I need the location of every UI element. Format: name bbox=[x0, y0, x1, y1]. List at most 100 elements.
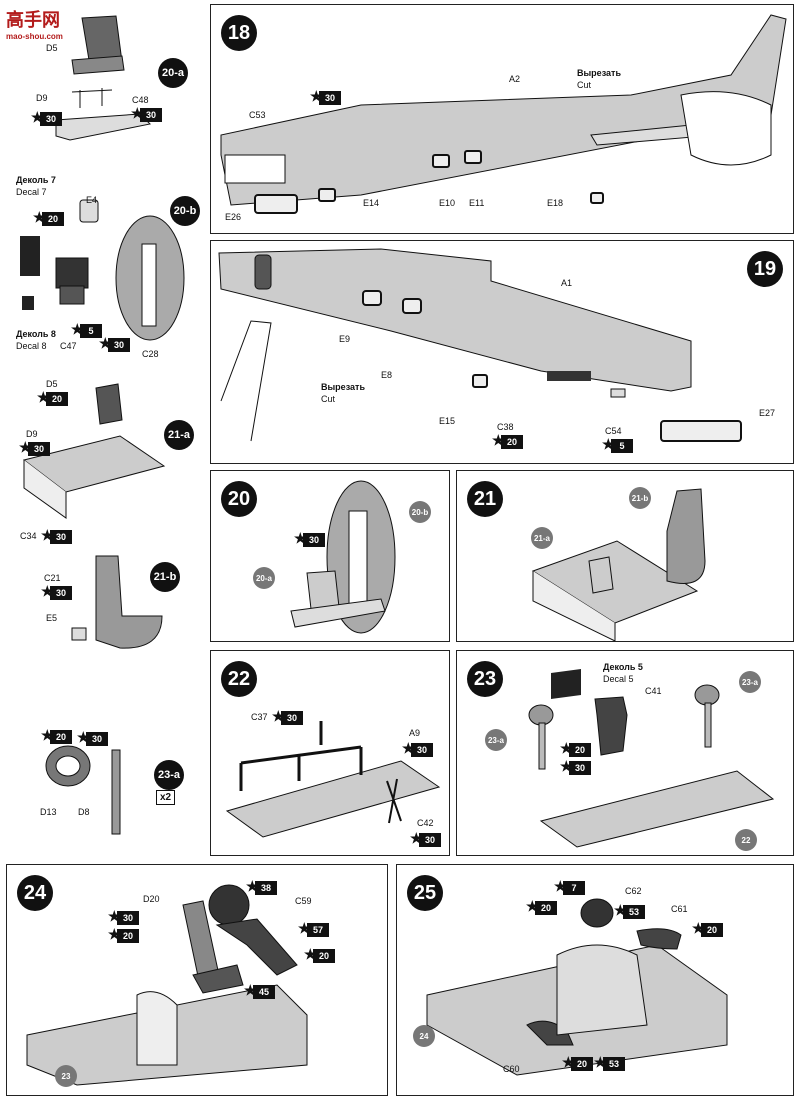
paint-5-badge: 5 bbox=[602, 436, 633, 453]
part-d13-label: D13 bbox=[40, 807, 57, 817]
paint-30-badge: 30 bbox=[410, 830, 441, 847]
decal7-en-label: Decal 7 bbox=[16, 187, 47, 197]
part-c61-label: C61 bbox=[671, 904, 688, 914]
ref-23a-badge: 23-a bbox=[485, 729, 507, 751]
part-e27-label: E27 bbox=[759, 408, 776, 418]
paint-45-badge: 45 bbox=[244, 982, 275, 999]
paint-30-badge: 30 bbox=[77, 729, 108, 746]
paint-30-badge: 30 bbox=[402, 740, 433, 757]
paint-30-badge: 30 bbox=[560, 758, 591, 775]
part-d5-label: D5 bbox=[46, 43, 58, 53]
ref-23-badge: 23 bbox=[55, 1065, 77, 1087]
step-25-panel: 25 7 C62 20 53 C61 20 24 C60 20 53 bbox=[396, 864, 794, 1096]
step-23-number: 23 bbox=[467, 661, 503, 697]
watermark-text: 高手网 bbox=[6, 10, 60, 30]
part-d20-label: D20 bbox=[143, 894, 160, 904]
paint-20-badge: 20 bbox=[492, 432, 523, 449]
part-e9-label: E9 bbox=[339, 334, 351, 344]
paint-20-badge: 20 bbox=[692, 920, 723, 937]
left-column: 20-a D5 D9 C48 30 30 Деколь 7 Decal 7 20… bbox=[0, 0, 205, 860]
step-18-number: 18 bbox=[221, 15, 257, 51]
step-18-drawing bbox=[220, 14, 787, 214]
paint-20-badge: 20 bbox=[108, 926, 139, 943]
step-21-number: 21 bbox=[467, 481, 503, 517]
quantity-x2-box: x2 bbox=[156, 790, 176, 805]
paint-20-badge: 20 bbox=[526, 898, 557, 915]
step-25-number: 25 bbox=[407, 875, 443, 911]
part-c59-label: C59 bbox=[295, 896, 312, 906]
step-23-panel: 23 Деколь 5 Decal 5 C41 23-a 23-a 20 30 … bbox=[456, 650, 794, 856]
paint-30-badge: 30 bbox=[272, 708, 303, 725]
paint-30-badge: 30 bbox=[41, 527, 72, 544]
part-c21-label: C21 bbox=[44, 573, 61, 583]
ref-21a-badge: 21-a bbox=[531, 527, 553, 549]
step-24-number: 24 bbox=[17, 875, 53, 911]
part-d8-label: D8 bbox=[78, 807, 90, 817]
ref-20b-badge: 20-b bbox=[409, 501, 431, 523]
paint-30-badge: 30 bbox=[108, 908, 139, 925]
cut-en-label: Cut bbox=[321, 394, 336, 404]
part-e14-label: E14 bbox=[363, 198, 380, 208]
part-c34-label: C34 bbox=[20, 531, 37, 541]
part-c53-label: C53 bbox=[249, 110, 266, 120]
part-c62-label: C62 bbox=[625, 886, 642, 896]
cut-ru-label: Вырезать bbox=[577, 68, 621, 78]
part-d5-label: D5 bbox=[46, 379, 58, 389]
step-24-drawing bbox=[26, 884, 308, 1086]
step-23-drawing bbox=[528, 669, 775, 848]
part-c60-label: C60 bbox=[503, 1064, 520, 1074]
part-c41-label: C41 bbox=[645, 686, 662, 696]
paint-20-badge: 20 bbox=[562, 1054, 593, 1071]
decal5-ru-label: Деколь 5 bbox=[603, 662, 643, 672]
paint-20-badge: 20 bbox=[41, 727, 72, 744]
step-24-panel: 24 D20 38 C59 30 20 57 20 45 23 bbox=[6, 864, 388, 1096]
paint-5-badge: 5 bbox=[71, 321, 102, 338]
paint-30-badge: 30 bbox=[99, 335, 130, 352]
part-e8-label: E8 bbox=[381, 370, 393, 380]
part-e10-label: E10 bbox=[439, 198, 456, 208]
step-22-number: 22 bbox=[221, 661, 257, 697]
part-e15-label: E15 bbox=[439, 416, 456, 426]
paint-30-badge: 30 bbox=[31, 109, 62, 126]
step-19-panel: 19 A1 E9 E8 Вырезать Cut E15 C38 20 C54 … bbox=[210, 240, 794, 464]
left-column-drawings bbox=[20, 15, 185, 835]
step-22-drawing bbox=[225, 721, 441, 838]
paint-20-badge: 20 bbox=[560, 740, 591, 757]
paint-30-badge: 30 bbox=[19, 439, 50, 456]
paint-7-badge: 7 bbox=[554, 878, 585, 895]
paint-53-badge: 53 bbox=[594, 1054, 625, 1071]
paint-30-badge: 30 bbox=[294, 530, 325, 547]
paint-20-badge: 20 bbox=[304, 946, 335, 963]
part-e18-label: E18 bbox=[547, 198, 564, 208]
part-e11-label: E11 bbox=[469, 198, 485, 208]
paint-57-badge: 57 bbox=[298, 920, 329, 937]
sub-step-21b-badge: 21-b bbox=[150, 562, 180, 592]
ref-23a-badge: 23-a bbox=[739, 671, 761, 693]
decal5-en-label: Decal 5 bbox=[603, 674, 634, 684]
sub-step-23a-badge: 23-a bbox=[154, 760, 184, 790]
part-c48-label: C48 bbox=[132, 95, 149, 105]
ref-20a-badge: 20-a bbox=[253, 567, 275, 589]
decal7-ru-label: Деколь 7 bbox=[16, 175, 56, 185]
watermark-sub: mao-shou.com bbox=[6, 32, 63, 41]
part-d9-label: D9 bbox=[26, 429, 38, 439]
part-c42-label: C42 bbox=[417, 818, 434, 828]
part-c37-label: C37 bbox=[251, 712, 268, 722]
sub-step-20b-badge: 20-b bbox=[170, 196, 200, 226]
decal8-en-label: Decal 8 bbox=[16, 341, 47, 351]
part-d9-label: D9 bbox=[36, 93, 48, 103]
part-c38-label: C38 bbox=[497, 422, 514, 432]
part-e26-label: E26 bbox=[225, 212, 242, 222]
step-19-number: 19 bbox=[747, 251, 783, 287]
paint-20-badge: 20 bbox=[33, 209, 64, 226]
part-c47-label: C47 bbox=[60, 341, 77, 351]
step-18-panel: 18 A2 Вырезать Cut 30 C53 E26 E14 E10 E1… bbox=[210, 4, 794, 234]
part-a1-label: A1 bbox=[561, 278, 573, 288]
cut-en-label: Cut bbox=[577, 80, 592, 90]
step-20-drawing bbox=[290, 480, 396, 634]
watermark-logo: 高手网 mao-shou.com bbox=[6, 6, 63, 41]
paint-30-badge: 30 bbox=[131, 105, 162, 122]
part-a9-label: A9 bbox=[409, 728, 421, 738]
part-c54-label: C54 bbox=[605, 426, 622, 436]
step-20-number: 20 bbox=[221, 481, 257, 517]
